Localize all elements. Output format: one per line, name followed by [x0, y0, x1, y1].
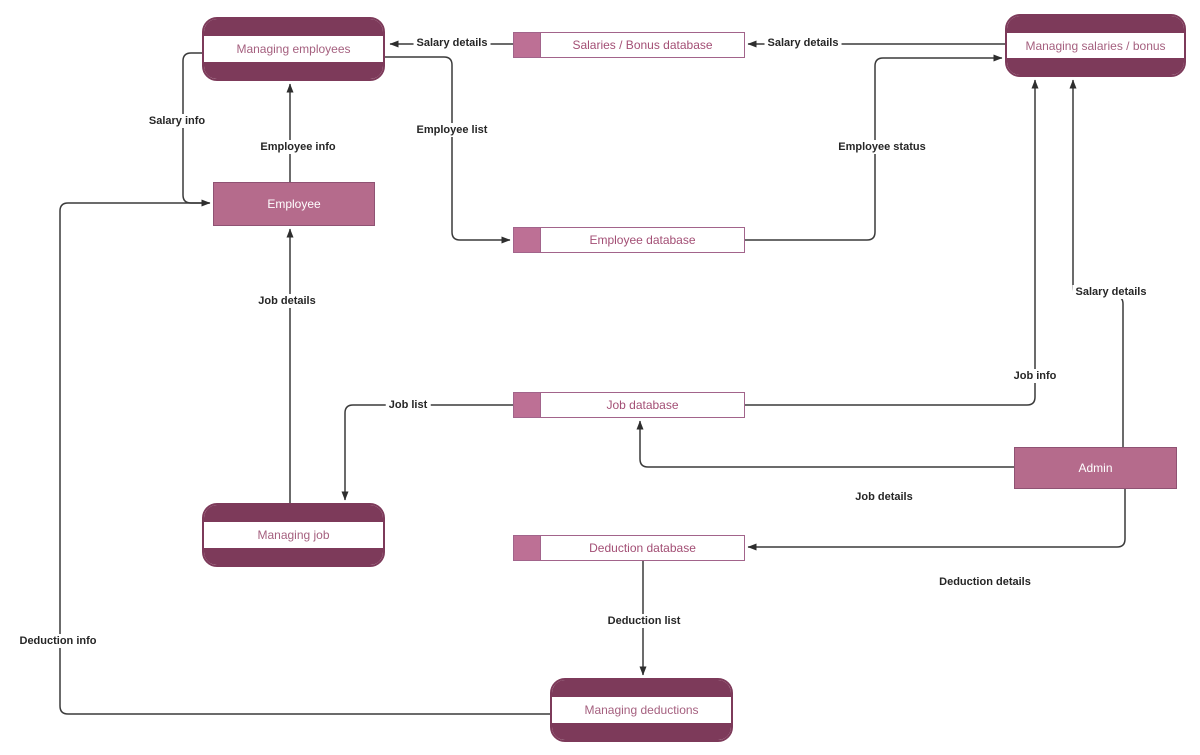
process-label: Managing employees [236, 42, 351, 56]
process-managing-employees: Managing employees [202, 17, 385, 81]
process-managing-deductions: Managing deductions [550, 678, 733, 742]
datastore-job-database: Job database [513, 392, 745, 418]
edge-managing-employees-to-employee-db-employee-list [385, 56, 511, 244]
entity-employee: Employee [213, 182, 375, 226]
flow-label-deduction-list: Deduction list [604, 614, 684, 628]
process-label: Managing deductions [584, 703, 699, 717]
datastore-label: Employee database [589, 233, 696, 247]
flow-label-job-list: Job list [385, 398, 431, 412]
datastore-deduction-database: Deduction database [513, 535, 745, 561]
edge-job-db-to-managing-job-job-list [341, 404, 513, 501]
process-bottom-band [204, 548, 383, 565]
edge-admin-to-deduction-db-deduction-details [747, 489, 1126, 551]
datastore-key-cell [514, 393, 541, 417]
process-managing-job: Managing job [202, 503, 385, 567]
flow-label-job-info: Job info [1010, 369, 1060, 383]
flow-label-employee-status: Employee status [835, 140, 929, 154]
process-label: Managing job [257, 528, 330, 542]
flow-label-salary-details-admin: Salary details [1072, 285, 1150, 299]
edge-managing-deductions-to-employee-deduction-info [59, 199, 550, 715]
flow-label-job-details-lower: Job details [852, 490, 916, 504]
datastore-label: Salaries / Bonus database [572, 38, 713, 52]
flow-label-deduction-details: Deduction details [936, 575, 1034, 589]
entity-label: Employee [267, 197, 321, 211]
process-top-band [204, 505, 383, 522]
entity-admin: Admin [1014, 447, 1177, 489]
flow-label-salary-info: Salary info [145, 114, 209, 128]
process-bottom-band [552, 723, 731, 740]
edge-job-db-to-managing-salaries-bonus-job-info [745, 79, 1039, 406]
edge-admin-to-job-db-job-details [636, 420, 1014, 468]
process-label: Managing salaries / bonus [1025, 38, 1166, 53]
entity-label: Admin [1078, 461, 1113, 475]
process-bottom-band [1007, 58, 1184, 75]
datastore-salaries-bonus-database: Salaries / Bonus database [513, 32, 745, 58]
flow-label-employee-list: Employee list [413, 123, 491, 137]
process-top-band [1007, 16, 1184, 33]
flow-label-salary-details-left: Salary details [413, 36, 491, 50]
datastore-label: Deduction database [589, 541, 696, 555]
datastore-key-cell [514, 33, 541, 57]
datastore-employee-database: Employee database [513, 227, 745, 253]
datastore-key-cell [514, 536, 541, 560]
process-top-band [204, 19, 383, 36]
process-managing-salaries-bonus: Managing salaries / bonus [1005, 14, 1186, 77]
edge-admin-to-managing-salaries-bonus-salary-details [1069, 79, 1124, 447]
flow-label-job-details-upper: Job details [255, 294, 319, 308]
flow-label-deduction-info: Deduction info [16, 634, 100, 648]
process-top-band [552, 680, 731, 697]
datastore-key-cell [514, 228, 541, 252]
flow-label-salary-details-right: Salary details [764, 36, 842, 50]
flow-label-employee-info: Employee info [257, 140, 339, 154]
process-bottom-band [204, 62, 383, 79]
datastore-label: Job database [606, 398, 679, 412]
